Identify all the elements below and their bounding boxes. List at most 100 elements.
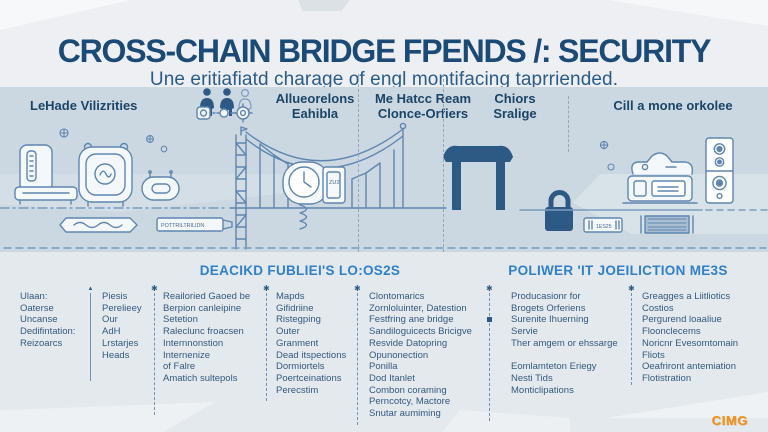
divider-square-marker: [487, 317, 492, 322]
column-divider: [354, 284, 361, 425]
list-item: Piesis: [102, 291, 128, 302]
page-title: CROSS-CHAIN BRIDGE FPENDS /: SECURITY: [57, 33, 712, 70]
banner-doodle: POTTRILTRILIDN: [59, 217, 233, 233]
list-item: Internenize: [163, 349, 211, 361]
list-item: Clontomarics: [369, 291, 425, 302]
list-item: Dedifintation:: [20, 326, 76, 338]
band-header-orkolee: Cill a mone orkolee: [592, 98, 754, 114]
list-item: Mapds: [276, 291, 305, 302]
list-item: Flotistration: [642, 372, 692, 384]
list-item: Raleclunc froacsen: [163, 326, 244, 338]
band-header-line: Sralige: [493, 105, 537, 121]
section-title-right: POLIWER 'IT JOEILICTION ME3S: [508, 263, 728, 278]
gate-doodle: [443, 145, 513, 210]
list-item: Monticlipations: [511, 384, 574, 396]
clock-label: ZU2: [329, 180, 340, 186]
list-item: Ristegping: [276, 314, 321, 326]
list-item: Uncanse: [20, 314, 58, 326]
brand-logo-text: CIMG: [711, 413, 748, 428]
tag-label: 1ES25: [596, 224, 612, 230]
list-item: Eomlamteton Eriegy: [511, 361, 597, 373]
facet-shape: [0, 0, 130, 30]
barcode-tag-doodle: 1ES25: [583, 215, 694, 234]
column-divider: [628, 284, 635, 385]
list-item: Opunonection: [369, 349, 429, 361]
column-divider: [151, 284, 158, 415]
list-item: Dod Itanlet: [369, 372, 415, 384]
list-item: Ponilla: [369, 361, 398, 373]
list-item: Internnonstion: [163, 337, 224, 349]
divider-line: [443, 74, 444, 252]
section-title-left: DEACIKD FUBLIEI'S LO:OS2S: [199, 263, 401, 278]
divider-line: [568, 96, 569, 152]
list-item: Our: [102, 314, 118, 326]
control-panel-doodle: [705, 137, 734, 204]
list-item: Perncotcy, Mactore: [369, 396, 451, 408]
pad-doodle: [141, 170, 180, 201]
list-item: Dead itspections: [276, 349, 347, 361]
band-header-ledger: LeHade Vilizrities: [30, 98, 138, 114]
list-item: of Falre: [163, 361, 196, 373]
list-item: Pergurend loaaliue: [642, 314, 722, 326]
list-item: Reizoarcs: [20, 337, 63, 349]
list-item: Outer: [276, 326, 300, 338]
facet-shape: [0, 402, 215, 432]
list-item: [511, 350, 618, 362]
band-header-line: Chiors: [494, 91, 536, 106]
vault-doodle: [78, 142, 133, 207]
band-header-line: Clonce-Orfiers: [377, 105, 469, 121]
list-item: Poertceinations: [276, 372, 342, 384]
sparkle-icon: [59, 128, 615, 171]
guide-lines: [0, 207, 768, 249]
list-item: Greagges a Liitliotics: [642, 291, 731, 302]
facet-shape: [298, 0, 350, 11]
page-subtitle: Une eritiafiatd charage of engl montifac…: [149, 69, 619, 90]
column-divider: [263, 284, 270, 401]
bridge-doodle: [229, 122, 447, 209]
list-item: Floonclecems: [642, 326, 701, 338]
list-item: Nesti Tids: [511, 372, 553, 384]
list-item: Snutar aumiming: [369, 408, 441, 420]
column-divider: [88, 286, 93, 381]
list-item: Zornloluinter, Datestion: [369, 302, 467, 314]
list-item: Granment: [276, 337, 319, 349]
transfer-flow-doodle: [196, 103, 253, 123]
list-item: Ulaan:: [20, 291, 48, 302]
brand-logo: CIMG: [712, 413, 748, 428]
list-item: Brogets Orferiens: [511, 302, 586, 314]
list-item: Setetion: [163, 314, 198, 326]
band-header-line: Cill a mone orkolee: [613, 98, 733, 113]
list-item: Dormiortels: [276, 361, 325, 373]
list-item: Berpion canleipine: [163, 302, 242, 314]
band-header-line: Allueorelons: [275, 91, 355, 106]
bridge-illustration: POTTRILTRILIDN: [0, 88, 768, 250]
lock-icon: [545, 190, 573, 231]
list-item: Perelieey: [102, 302, 142, 314]
band-header-line: LeHade Vilizrities: [30, 98, 138, 113]
facet-shape: [608, 0, 768, 26]
list-item: Oaterse: [20, 302, 54, 314]
list-item: Amatich sultepols: [163, 372, 238, 384]
list-item: Resvide Datopring: [369, 337, 448, 349]
list-item: Perecstim: [276, 384, 319, 396]
list-item: Reailoried Gaoed be: [163, 291, 251, 302]
list-item: Oeafriront antemiation: [642, 361, 736, 373]
list-item: Fliots: [642, 349, 665, 361]
divider-line: [358, 74, 359, 252]
list-item: Surenite Ihuerning: [511, 314, 589, 326]
band-header-line: Eahibla: [291, 105, 339, 121]
list-item: Sandiloguicects Bricigve: [369, 326, 472, 338]
clock-device-doodle: ZU2: [282, 161, 346, 230]
list-item: Combon coraming: [369, 384, 447, 396]
list-item: Noricnr Evesomtomain: [642, 337, 739, 349]
